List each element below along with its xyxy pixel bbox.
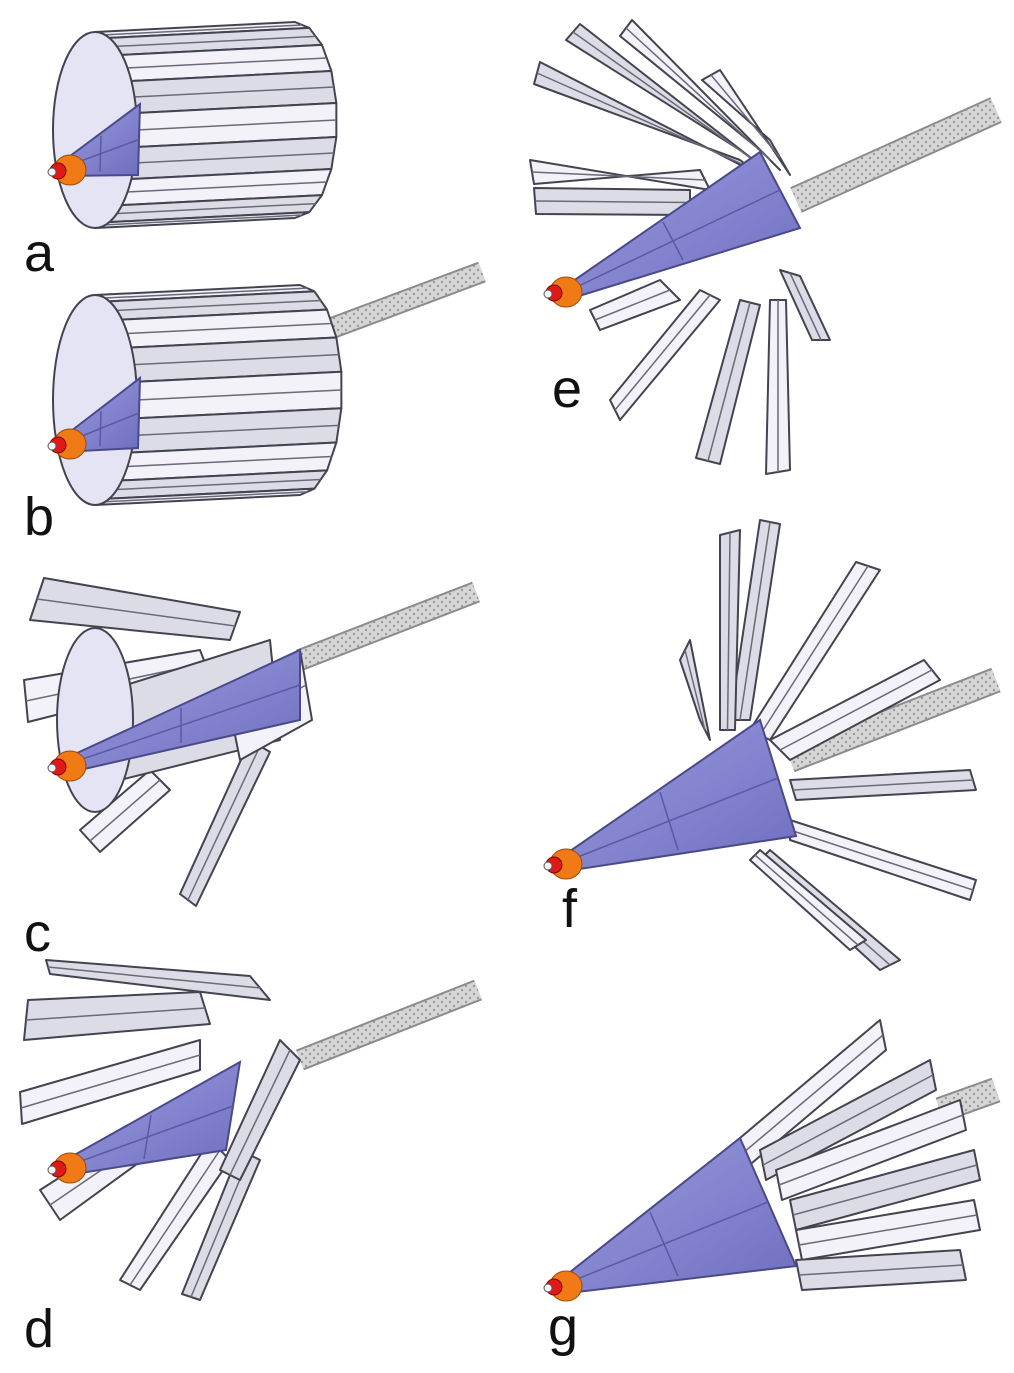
petal (23, 991, 211, 1041)
petal-crease (625, 27, 771, 161)
petal-crease (792, 779, 974, 791)
panel-a (47, 21, 338, 229)
petal-crease (707, 302, 751, 462)
petal-crease (126, 322, 332, 335)
tether (791, 99, 1001, 211)
panel-label-f: f (562, 879, 578, 939)
petal-crease (229, 1049, 291, 1176)
petal-crease (792, 1164, 978, 1216)
petal-crease (102, 24, 303, 36)
tether (296, 981, 482, 1069)
nozzle-end (47, 763, 57, 773)
panel-label-g: g (548, 1297, 579, 1357)
tether (296, 583, 480, 669)
petal (589, 279, 681, 331)
petal (219, 1039, 301, 1181)
nozzle-end (543, 289, 553, 299)
petal-crease (115, 35, 316, 48)
petal-crease (531, 171, 706, 181)
panel-e (529, 19, 1002, 475)
petal (701, 69, 791, 176)
panel-d (19, 959, 483, 1301)
petal-crease (126, 57, 327, 69)
petal-crease (115, 478, 321, 491)
petal-crease (739, 521, 771, 721)
petal (179, 739, 271, 907)
petal-crease (115, 299, 321, 312)
petal-crease (126, 455, 332, 468)
petal-crease (726, 532, 731, 731)
panel-label-a: a (24, 223, 55, 283)
petal-crease (789, 829, 974, 891)
cone (559, 1136, 798, 1296)
petal-crease (115, 202, 316, 215)
petal-crease (536, 72, 751, 169)
nozzle-end (543, 1283, 553, 1293)
nozzle-end (47, 1165, 57, 1175)
petal-crease (779, 669, 933, 751)
petal-crease (710, 74, 781, 158)
petal-crease (742, 1034, 884, 1154)
cone-ring (649, 1211, 679, 1277)
cone-ring (659, 791, 679, 851)
petal-crease (102, 214, 303, 226)
tether (786, 669, 1000, 771)
cone-ring (143, 1114, 152, 1160)
petal-crease (136, 389, 342, 401)
panel-label-b: b (24, 487, 55, 547)
petal-crease (102, 287, 308, 299)
panel-label-c: c (24, 903, 51, 963)
petal (719, 529, 741, 731)
petal-crease (187, 745, 261, 901)
petal-crease (89, 779, 161, 842)
petal-crease (534, 200, 691, 204)
petal (45, 959, 271, 1001)
petal-crease (798, 1264, 964, 1276)
petal-crease (798, 1214, 978, 1246)
petal (609, 289, 721, 421)
cone-ring (99, 410, 102, 447)
petal-crease (684, 649, 706, 731)
barrel-opening (56, 627, 134, 813)
petal-crease (778, 1114, 964, 1186)
petal-crease (25, 1007, 206, 1021)
petal-crease (47, 966, 261, 989)
cone-ring (99, 135, 102, 172)
petal-crease (126, 181, 327, 193)
petal-crease (133, 86, 334, 98)
panel-label-d: d (24, 1299, 55, 1359)
panel-label-e: e (552, 359, 583, 419)
petal (529, 159, 711, 191)
petal (29, 577, 241, 641)
nozzle-end (47, 441, 57, 451)
petal-crease (20, 1054, 201, 1109)
petal-crease (36, 598, 236, 627)
petal-crease (133, 424, 339, 437)
panel-g (543, 1019, 1001, 1302)
petal-crease (133, 152, 334, 164)
petal-crease (759, 565, 869, 736)
petal-crease (136, 119, 337, 131)
petal-crease (789, 272, 822, 341)
nozzle-end (47, 167, 57, 177)
petal-crease (102, 491, 308, 503)
petal-crease (594, 289, 671, 321)
petal-crease (762, 1074, 934, 1166)
petal-crease (614, 294, 711, 411)
petal (695, 299, 761, 465)
panel-b (47, 261, 486, 506)
petal-crease (754, 854, 859, 946)
petal-crease (129, 1149, 221, 1286)
panel-f (543, 519, 1001, 971)
nozzle-end (543, 861, 553, 871)
petal-crease (133, 353, 339, 366)
petal-crease (572, 31, 751, 159)
panel-c (23, 577, 480, 907)
cone-ring (662, 221, 684, 261)
